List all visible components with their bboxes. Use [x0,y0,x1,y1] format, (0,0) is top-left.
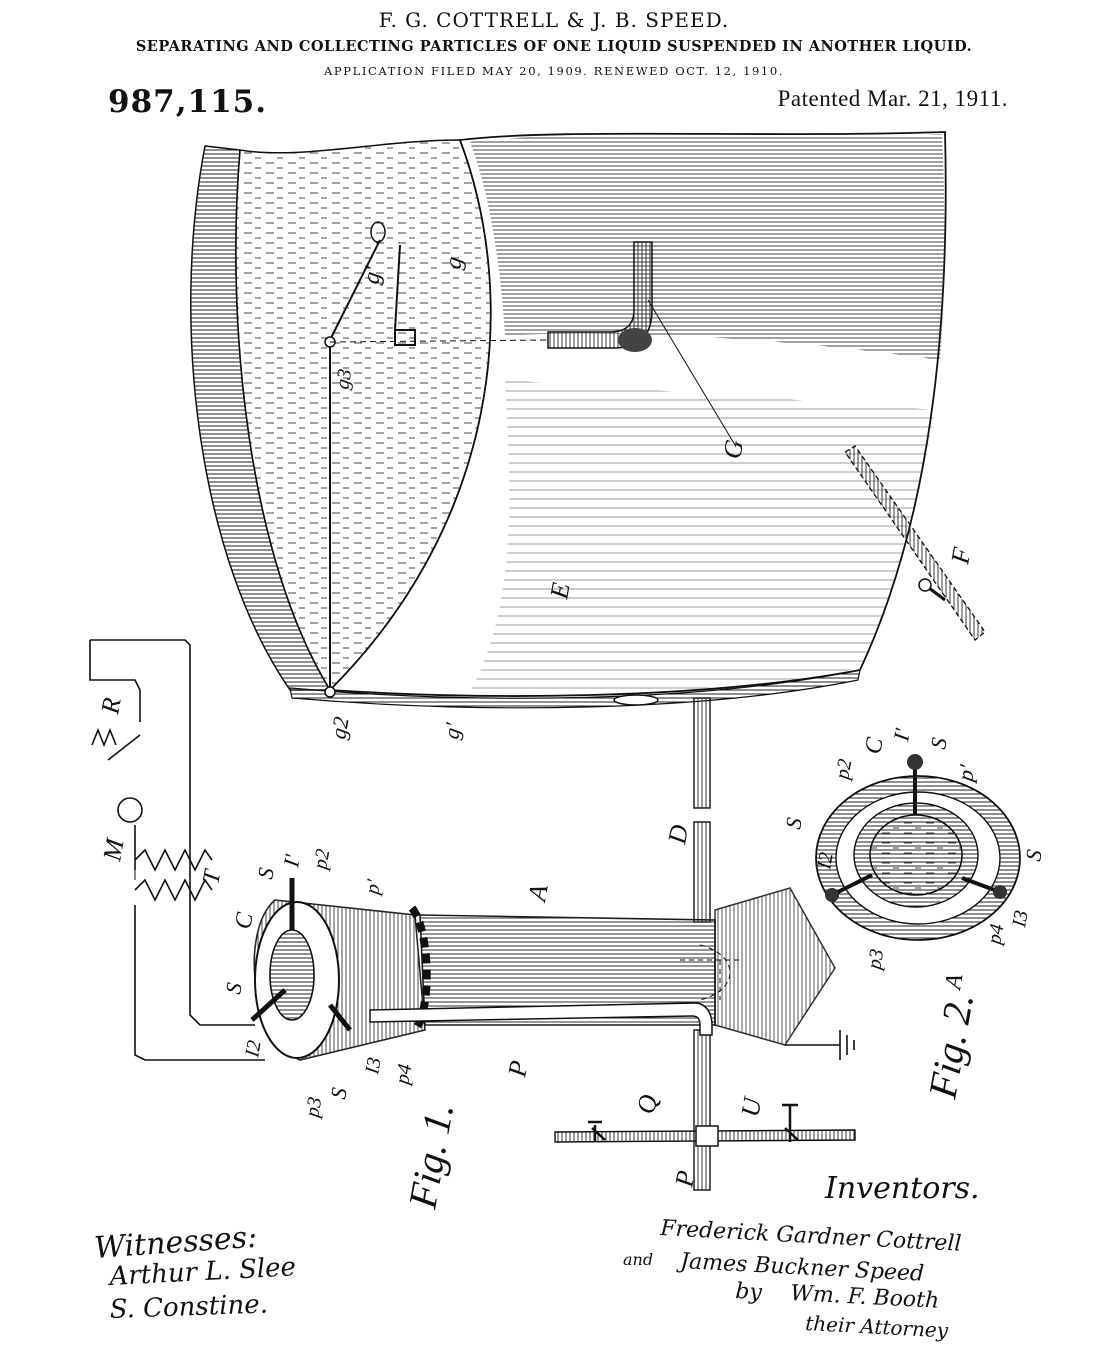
label-p3-fig2: p3 [863,947,888,972]
tube-internal-dashed [680,944,740,1001]
label-I1-fig1: I' [278,852,305,869]
label-p3-fig1: p3 [301,1095,326,1120]
meter-M [117,797,143,823]
label-I2-fig2: I2 [813,851,838,872]
label-p4-fig2: p4 [983,922,1008,947]
core [869,814,963,896]
label-G: G [717,437,749,461]
support-rod-bottom [328,1003,352,1032]
pipe-D [693,697,711,1191]
witness-2-signature: S. Constine. [109,1289,268,1325]
tank-body-shading-top [470,134,945,360]
insulator-I3 [993,885,1007,899]
attorney-title: their Attorney [805,1311,950,1342]
outlet-pipe-F [844,445,986,641]
label-p2-fig2: p2 [831,757,856,782]
patent-title: SEPARATING AND COLLECTING PARTICLES OF O… [135,38,973,55]
inventors-heading: F. G. COTTRELL & J. B. SPEED. [378,8,730,32]
label-S-fig2-top: S [925,736,952,751]
and-word: and [623,1250,653,1269]
tank-bottom-outlet [613,694,659,706]
spoke-left [831,873,873,897]
label-E: E [544,580,576,602]
valve-handle-F [918,578,932,592]
label-U: U [735,1093,767,1119]
label-A-fig1: A [522,882,554,905]
label-g3: g3 [331,367,356,391]
circuit-wire-top [90,639,255,1026]
label-I2-fig1: I2 [241,1039,266,1060]
pipe-P [369,1002,713,1036]
label-M: M [97,835,130,864]
signatures: Witnesses: Arthur L. Slee S. Constine. I… [93,1171,979,1343]
label-A-fig2: A [940,972,969,993]
label-Q: Q [631,1092,663,1116]
patent-number: 987,115. [108,84,268,120]
label-g1-bottom: g' [438,721,465,741]
pipe-junction [695,1125,719,1147]
transformer-secondary [134,878,213,902]
label-p2-fig1: p2 [309,847,334,872]
label-S-fig1-left: S [220,981,247,996]
label-P-bottom: P [669,1168,701,1190]
fig2-cross-section [815,754,1021,941]
rheostat-R [91,727,141,761]
label-S-fig2-left: S [780,816,807,831]
inlet-pipe-G-bulb [618,328,652,352]
insulator-I1 [907,754,923,770]
valve-Q [588,1120,606,1142]
label-I3-fig2: I3 [1008,909,1033,930]
label-p4-fig1: p4 [391,1062,416,1087]
label-C-fig1: C [230,910,259,931]
tube-end-housing [714,887,836,1046]
tank-bottom-rim [289,669,861,709]
inner-cylinder-C [269,929,315,1021]
bottom-fitting-g2 [324,686,336,698]
label-I1-fig2: I' [888,726,915,743]
drain-pipe-g [329,239,416,690]
circuit-wire-left [134,825,265,1061]
pipe-g-horizontal-dashed [329,339,551,343]
label-C-fig2: C [860,735,889,756]
label-p1-fig1: p' [361,877,386,898]
label-S-fig1-bottom: S [325,1086,352,1101]
transformer-primary [134,848,213,872]
label-p1-fig2: p' [952,763,980,785]
label-S-fig1-top: S [252,866,279,881]
patented-date: Patented Mar. 21, 1911. [777,86,1008,111]
label-fig2: Fig. 2. [919,990,982,1103]
application-filing-line: APPLICATION FILED MAY 20, 1909. RENEWED … [324,64,784,78]
label-T: T [198,867,226,886]
pipe-end-g1 [370,221,386,243]
label-R: R [95,695,127,717]
label-g: g [440,255,468,271]
electric-circuit [89,639,265,1061]
label-D: D [662,822,694,847]
label-g1-top: g' [358,264,387,286]
label-g2: g2 [325,715,353,741]
label-F: F [945,544,977,567]
label-I3-fig1: I3 [361,1056,386,1077]
valve-U [782,1103,799,1142]
insulator-I2 [825,888,839,902]
inventors-label: Inventors. [824,1171,980,1206]
circuit-wire-outer [89,640,141,722]
fig1-apparatus [250,878,856,1147]
label-P: P [502,1058,534,1080]
leader-G [647,299,736,446]
label-fig1: Fig. 1. [399,1100,462,1213]
label-S-fig2-right: S [1020,848,1047,863]
tank-body-shading-bottom [470,380,935,693]
support-rod-left [250,988,287,1022]
by-word: by [735,1279,763,1305]
ground-symbol [785,1030,855,1060]
tank-E [190,131,986,709]
